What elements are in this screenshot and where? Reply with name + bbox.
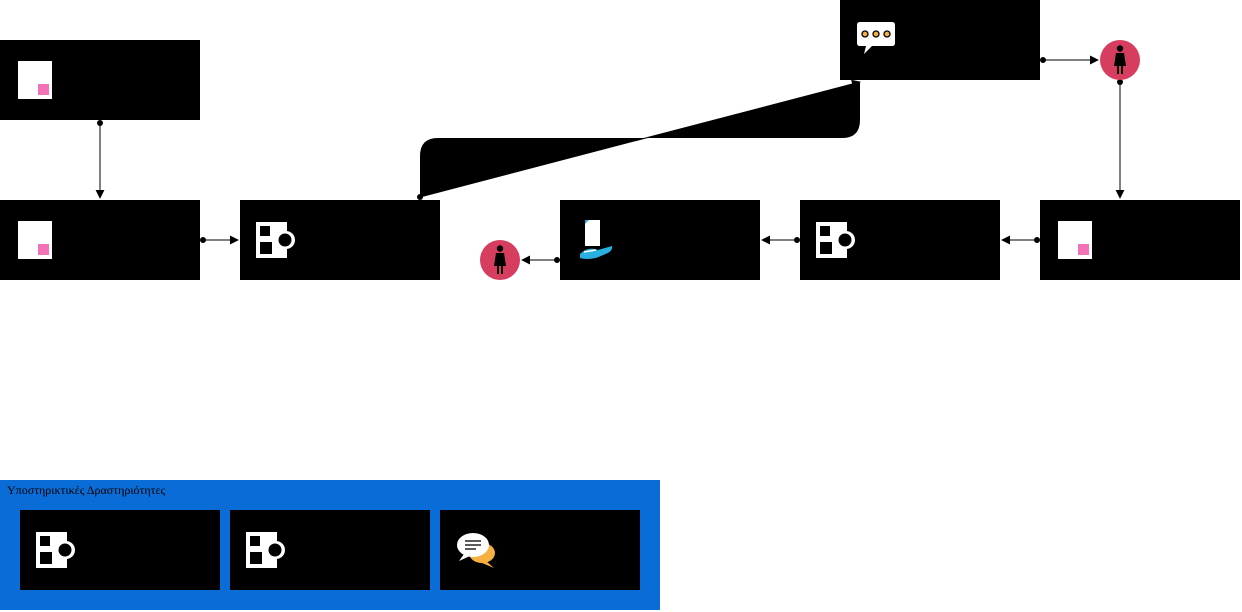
document-icon <box>18 61 52 99</box>
task-box-2[interactable] <box>0 200 200 280</box>
support-task-3[interactable] <box>440 510 640 590</box>
connector-t3-t7[interactable] <box>417 79 861 200</box>
task-box-5[interactable] <box>800 200 1000 280</box>
connector-e2-t6[interactable] <box>1115 79 1125 199</box>
task-box-1[interactable] <box>0 40 200 120</box>
connector-t4-e1[interactable] <box>521 255 560 265</box>
task-box-7[interactable] <box>840 0 1040 80</box>
hand-document-icon <box>580 220 613 259</box>
task-box-6[interactable] <box>1040 200 1240 280</box>
support-task-2[interactable] <box>230 510 430 590</box>
connector-t1-t2[interactable] <box>95 120 105 199</box>
shapes-icon <box>36 532 75 568</box>
shapes-icon <box>816 222 855 258</box>
document-icon <box>18 221 52 259</box>
support-activities-lane: Υποστηρικτικές Δραστηριότητες <box>0 480 660 610</box>
shapes-icon <box>246 532 285 568</box>
connector-t5-t4[interactable] <box>761 235 800 245</box>
connector-t7-e2[interactable] <box>1040 55 1099 65</box>
chat-bubbles-icon <box>457 533 495 568</box>
shapes-icon <box>256 222 295 258</box>
event-person-2[interactable] <box>1100 40 1140 80</box>
connector-t6-t5[interactable] <box>1001 235 1040 245</box>
support-task-1[interactable] <box>20 510 220 590</box>
lane-title: Υποστηρικτικές Δραστηριότητες <box>7 483 166 497</box>
connector-t2-t3[interactable] <box>200 235 239 245</box>
event-person-1[interactable] <box>480 240 520 280</box>
person-icon <box>494 245 506 274</box>
speech-bubble-icon <box>857 22 895 54</box>
document-icon <box>1058 221 1092 259</box>
task-box-4[interactable] <box>560 200 760 280</box>
task-box-3[interactable] <box>240 200 440 280</box>
person-icon <box>1114 45 1126 74</box>
